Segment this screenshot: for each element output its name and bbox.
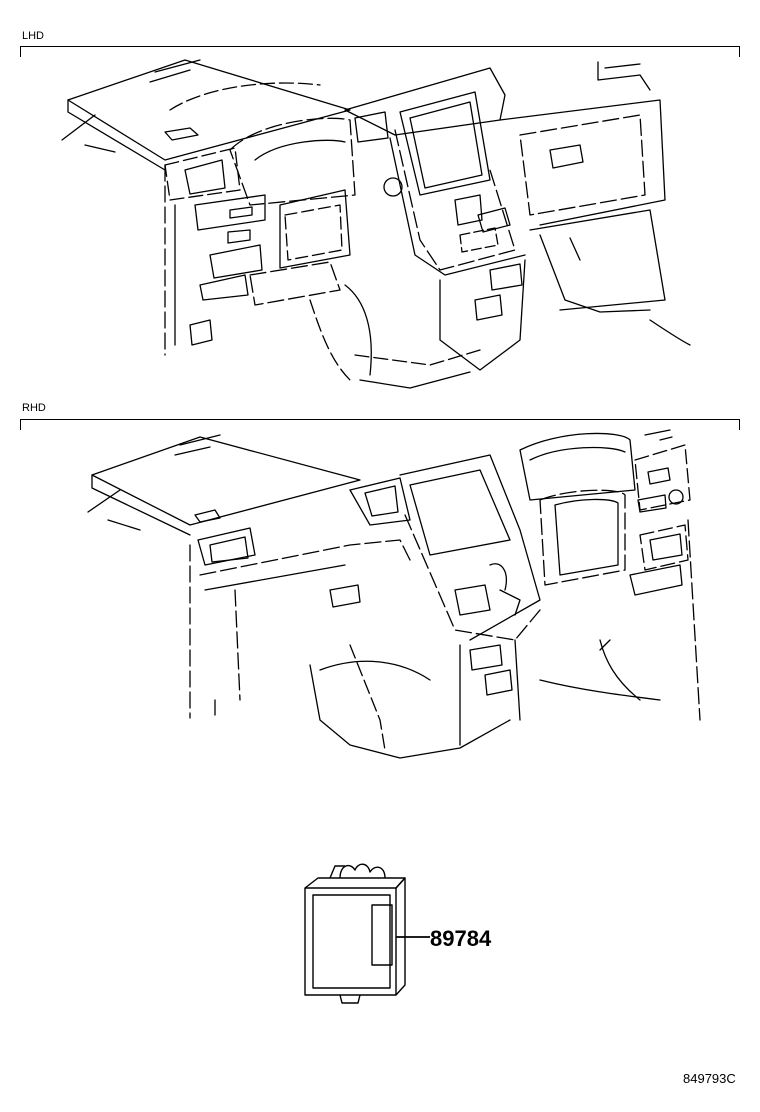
rhd-section-bracket [20, 419, 740, 430]
rhd-section-label: RHD [22, 402, 46, 414]
part-number-label: 89784 [430, 926, 492, 951]
lhd-section-bracket [20, 46, 740, 57]
lhd-section-label: LHD [22, 30, 45, 42]
diagram-reference-code: 849793C [683, 1071, 736, 1086]
